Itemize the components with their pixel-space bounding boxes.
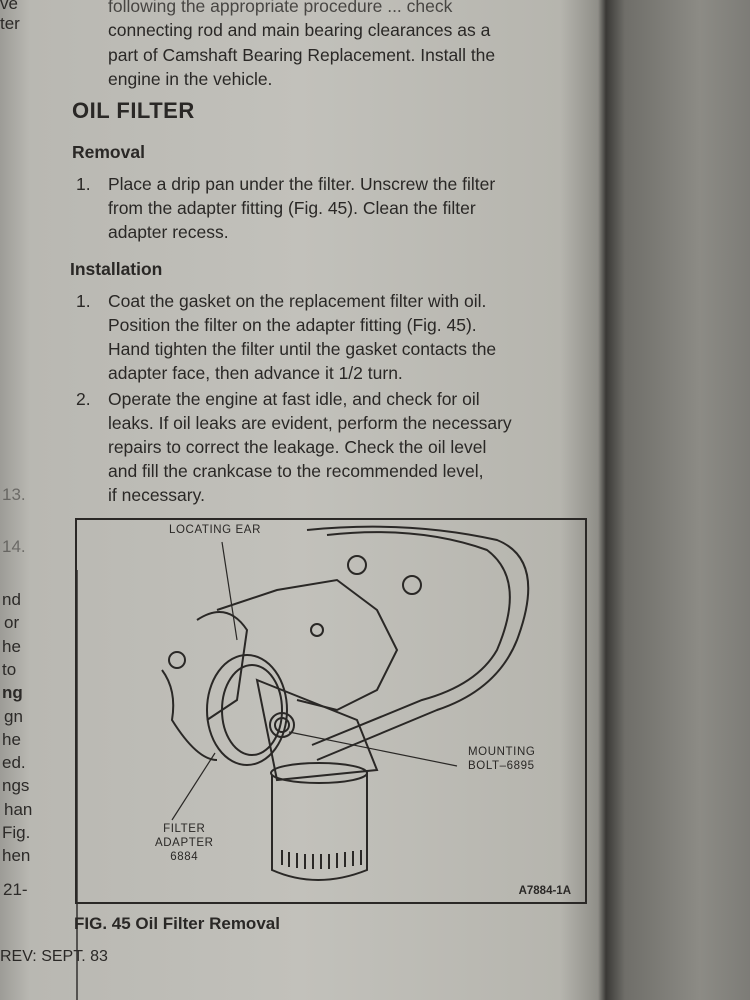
installation-step-line: adapter face, then advance it 1/2 turn.: [108, 363, 403, 383]
left-page-fragment: to: [2, 659, 17, 679]
intro-line: connecting rod and main bearing clearanc…: [108, 20, 491, 40]
left-page-number-21: 21-: [3, 880, 28, 899]
figure-caption: FIG. 45 Oil Filter Removal: [74, 914, 280, 933]
section-title: OIL FILTER: [72, 98, 195, 123]
left-page-fragment: ter: [0, 14, 20, 33]
footer-revision: REV: SEPT. 83: [0, 948, 108, 965]
figure-code: A7884-1A: [518, 885, 571, 897]
left-page-number: 13.: [2, 485, 26, 504]
label-mounting-bolt: MOUNTING BOLT–6895: [468, 745, 535, 773]
left-page-fragment: Fig.: [2, 823, 31, 842]
step-number: 2.: [76, 389, 91, 409]
intro-line: part of Camshaft Bearing Replacement. In…: [108, 45, 496, 65]
installation-step-line: Operate the engine at fast idle, and che…: [108, 389, 480, 409]
left-page-fragment: ngs: [2, 776, 30, 796]
intro-line: engine in the vehicle.: [108, 69, 273, 89]
left-page-number: 14.: [2, 537, 26, 556]
removal-step-line: from the adapter fitting (Fig. 45). Clea…: [108, 198, 476, 218]
installation-step-line: repairs to correct the leakage. Check th…: [108, 437, 487, 457]
intro-line: following the appropriate procedure ... …: [108, 0, 453, 16]
installation-step-line: Position the filter on the adapter fitti…: [108, 315, 477, 335]
figure-oil-filter: LOCATING EAR MOUNTING BOLT–6895 FILTER A…: [75, 518, 587, 904]
label-line: ADAPTER: [155, 837, 214, 849]
left-page-fragment: ed.: [2, 753, 26, 773]
left-page-fragment: he: [2, 636, 21, 656]
installation-step-line: Coat the gasket on the replacement filte…: [108, 291, 487, 311]
left-page-fragment: ve: [0, 0, 18, 13]
label-line: MOUNTING: [468, 746, 536, 758]
left-page-fragment: gn: [4, 706, 23, 726]
left-page-fragment: ng: [2, 683, 23, 703]
label-line: 6884: [170, 851, 199, 863]
step-number: 1.: [76, 174, 91, 194]
installation-step-line: and fill the crankcase to the recommende…: [108, 461, 484, 481]
step-number: 1.: [76, 291, 91, 311]
label-line: FILTER: [163, 823, 206, 835]
left-page-fragment: nd: [2, 590, 21, 609]
left-page-fragment: or: [4, 613, 20, 633]
left-page-fragment: he: [2, 729, 21, 749]
removal-step-line: Place a drip pan under the filter. Unscr…: [108, 174, 496, 194]
label-locating-ear: LOCATING EAR: [169, 524, 261, 536]
removal-heading: Removal: [72, 142, 145, 162]
engine-illustration: [161, 525, 530, 881]
installation-step-line: leaks. If oil leaks are evident, perform…: [108, 413, 512, 433]
label-filter-adapter: FILTER ADAPTER 6884: [155, 822, 214, 864]
installation-step-line: if necessary.: [108, 485, 205, 505]
left-page-divider: [76, 570, 78, 1000]
label-line: BOLT–6895: [468, 760, 535, 772]
left-page-fragment: hen: [2, 846, 31, 866]
removal-step-line: adapter recess.: [108, 222, 229, 242]
installation-heading: Installation: [70, 259, 163, 279]
left-page-fragment: han: [4, 799, 33, 819]
installation-step-line: Hand tighten the filter until the gasket…: [108, 339, 497, 359]
